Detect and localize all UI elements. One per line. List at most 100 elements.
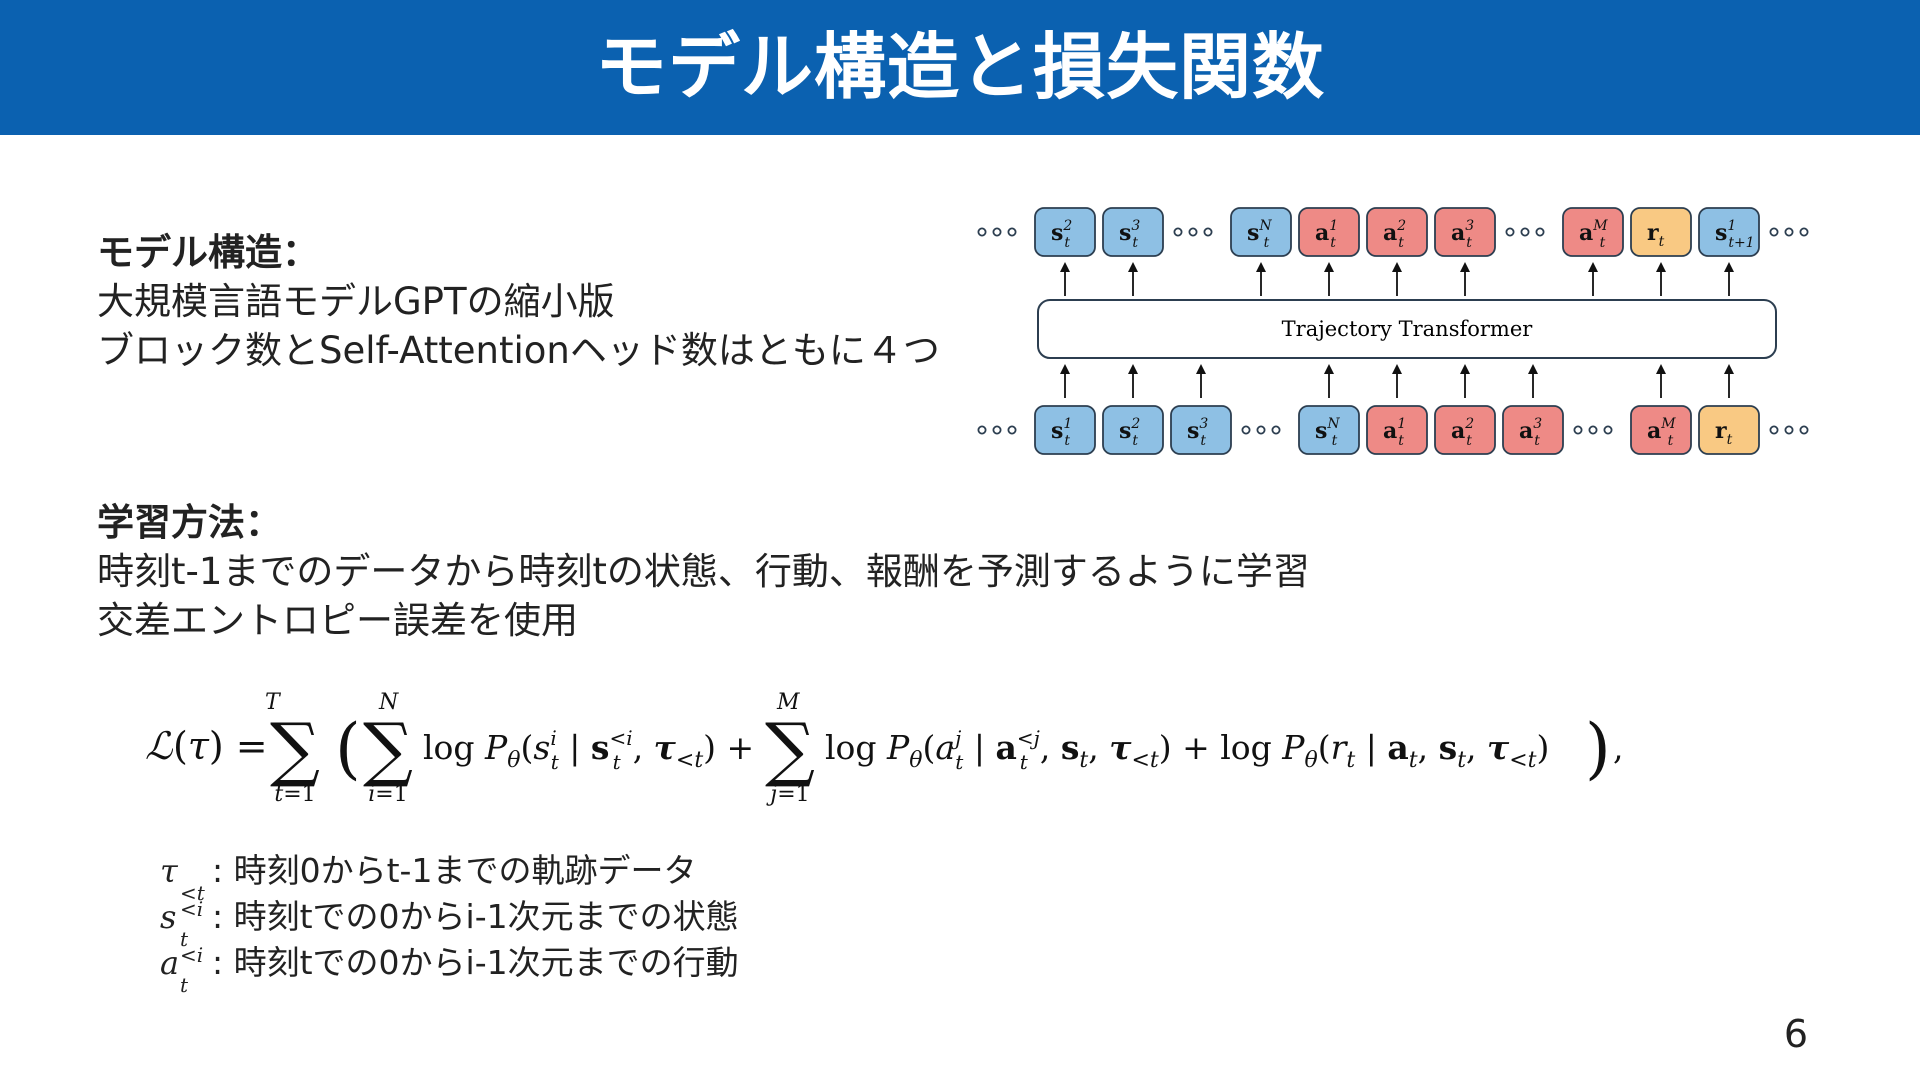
arrow-head: [1324, 364, 1334, 374]
token-state: [1230, 207, 1292, 257]
arrow-head: [1324, 262, 1334, 272]
formula-sum-i-upper: N: [378, 690, 399, 715]
formula-sum-j-lower: j=1: [765, 782, 809, 807]
ellipsis-dot: [1007, 227, 1017, 237]
training-line-2: 交差エントロピー誤差を使用: [97, 599, 578, 642]
arrow-head: [1256, 262, 1266, 272]
token-state: [1170, 405, 1232, 455]
ellipsis-dot: [1188, 227, 1198, 237]
arrow-head: [1196, 364, 1206, 374]
arrow-head: [1460, 262, 1470, 272]
model-line-1: 大規模言語モデルGPTの縮小版: [97, 280, 615, 323]
ellipsis-dot: [1271, 425, 1281, 435]
training-line-1: 時刻t-1までのデータから時刻tの状態、行動、報酬を予測するように学習: [97, 550, 1310, 593]
arrow-head: [1392, 262, 1402, 272]
arrow-head: [1392, 364, 1402, 374]
token-action: [1562, 207, 1624, 257]
arrow-head: [1060, 364, 1070, 374]
title-bar: モデル構造と損失関数: [0, 0, 1920, 135]
ellipsis-dot: [1784, 227, 1794, 237]
token-action: [1298, 207, 1360, 257]
formula-comma: ,: [1613, 728, 1624, 767]
ellipsis-dot: [1241, 425, 1251, 435]
formula-close-paren: ): [1585, 710, 1611, 787]
token-reward: [1630, 207, 1692, 257]
token-action: [1366, 207, 1428, 257]
token-state: [1102, 405, 1164, 455]
model-structure-heading: モデル構造：: [97, 231, 319, 274]
token-action: [1630, 405, 1692, 455]
token-state: [1034, 405, 1096, 455]
definition-tau: τ<t: 時刻0からt-1までの軌跡データ: [160, 851, 697, 905]
page-number: 6: [1783, 1012, 1808, 1056]
token-state: [1298, 405, 1360, 455]
model-structure-section: モデル構造： 大規模言語モデルGPTの縮小版 ブロック数とSelf-Attent…: [97, 228, 940, 375]
formula-loss-symbol: ℒ: [145, 724, 174, 768]
formula-sum-j-upper: M: [776, 690, 800, 715]
ellipsis-dot: [1573, 425, 1583, 435]
ellipsis-dot: [1535, 227, 1545, 237]
arrow-head: [1128, 262, 1138, 272]
arrow-head: [1724, 262, 1734, 272]
arrow-head: [1060, 262, 1070, 272]
token-action: [1434, 207, 1496, 257]
formula-open-paren: (: [335, 710, 361, 787]
arrow-head: [1128, 364, 1138, 374]
ellipsis-dot: [1784, 425, 1794, 435]
formula-sum-j: ∑: [765, 708, 815, 790]
ellipsis-dot: [1769, 425, 1779, 435]
training-heading: 学習方法：: [97, 501, 282, 544]
arrow-head: [1656, 364, 1666, 374]
page-title: モデル構造と損失関数: [594, 25, 1325, 109]
formula-sum-t-upper: T: [265, 690, 282, 715]
token-action: [1434, 405, 1496, 455]
token-label: rt: [1647, 220, 1665, 250]
arrow-head: [1724, 364, 1734, 374]
arrow-group: [1060, 262, 1734, 398]
token-state: [1698, 207, 1760, 257]
arrow-head: [1460, 364, 1470, 374]
token-state: [1034, 207, 1096, 257]
ellipsis-dot: [1588, 425, 1598, 435]
token-state: [1102, 207, 1164, 257]
formula-sum-i-lower: i=1: [368, 782, 407, 807]
training-method-section: 学習方法： 時刻t-1までのデータから時刻tの状態、行動、報酬を予測するように学…: [97, 498, 1310, 645]
ellipsis-dot: [1520, 227, 1530, 237]
arrow-head: [1588, 262, 1598, 272]
transformer-label: Trajectory Transformer: [1282, 317, 1534, 341]
ellipsis-dot: [1203, 227, 1213, 237]
ellipsis-dot: [1256, 425, 1266, 435]
token-reward: [1698, 405, 1760, 455]
arrow-head: [1656, 262, 1666, 272]
formula-sum-t: ∑: [270, 708, 320, 790]
ellipsis-dot: [1799, 425, 1809, 435]
formula-sum-t-lower: t=1: [274, 782, 315, 807]
ellipsis-dot: [1769, 227, 1779, 237]
ellipsis-dot: [977, 425, 987, 435]
token-action: [1366, 405, 1428, 455]
model-line-2: ブロック数とSelf-Attentionヘッド数はともに４つ: [97, 329, 940, 372]
ellipsis-dot: [992, 425, 1002, 435]
arrow-head: [1528, 364, 1538, 374]
ellipsis-dot: [1799, 227, 1809, 237]
token-action: [1502, 405, 1564, 455]
